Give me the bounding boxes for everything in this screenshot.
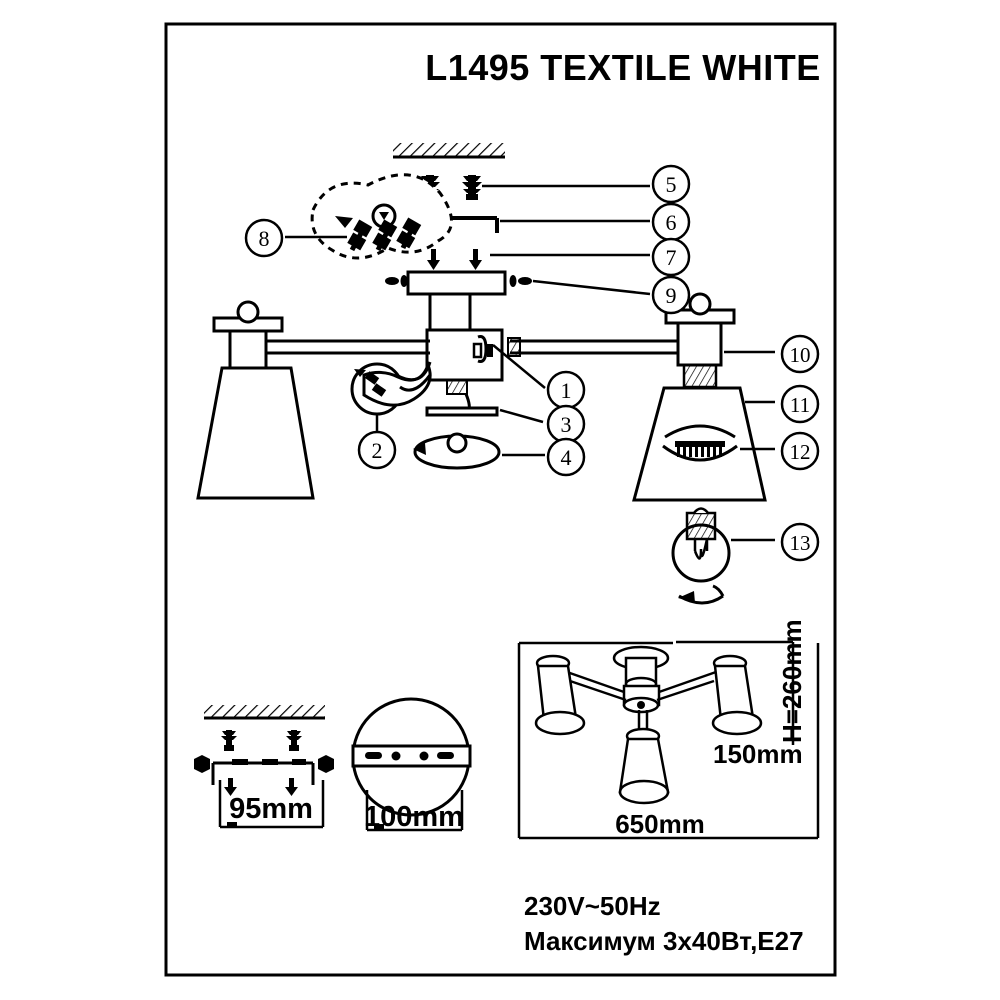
ceiling-surface (393, 143, 505, 159)
decorative-ring-plate (425, 406, 499, 417)
fixing-screw-right (469, 249, 482, 270)
callout-10: 10 (780, 334, 820, 374)
callout-8-label: 8 (259, 226, 270, 251)
callout-7: 7 (651, 237, 691, 277)
callout-4: 4 (546, 437, 586, 477)
bracket-dimension-detail: 95mm (194, 705, 334, 829)
wiring-detail-bubble (310, 173, 453, 260)
callout-11-label: 11 (790, 393, 810, 417)
bracket-screw-left (224, 778, 237, 796)
bracket-dim-line (218, 780, 325, 829)
callout-12: 12 (780, 431, 820, 471)
callout-3: 3 (546, 404, 586, 444)
right-arm (507, 337, 678, 357)
canopy-diameter-label: 100mm (364, 801, 464, 833)
page-title: L1495 TEXTILE WHITE (425, 47, 821, 88)
callout-13: 13 (780, 522, 820, 562)
callout-13-label: 13 (790, 531, 811, 555)
left-lamp-shade (196, 366, 315, 500)
callout-12-label: 12 (790, 440, 811, 464)
hub-bottom-thread (446, 379, 468, 395)
callout-3-label: 3 (561, 412, 572, 437)
right-lamp-socket (664, 292, 736, 389)
bracket-plug-left (221, 730, 237, 751)
hub-set-screw (472, 335, 493, 363)
left-lamp-socket (212, 300, 284, 370)
callout-2-label: 2 (372, 438, 383, 463)
callout-6-label: 6 (666, 210, 677, 235)
callout-2: 2 (357, 430, 397, 470)
bracket-plug-right (286, 730, 302, 751)
fixture-width-label: 650mm (615, 809, 705, 839)
shade-diameter-label: 150mm (713, 739, 803, 769)
hardware-bits-right (509, 275, 532, 287)
bulb-rotate-arrow (678, 584, 725, 605)
hardware-bits-left (385, 275, 408, 287)
canopy-plate (406, 270, 507, 296)
canopy-dimension-detail: 100mm (351, 697, 472, 833)
bracket-screw-right (285, 778, 298, 796)
callout-9-label: 9 (666, 283, 677, 308)
fixing-screw-left (427, 249, 440, 270)
callout-5: 5 (651, 164, 691, 204)
power-spec: Максимум 3x40Вт,E27 (524, 926, 804, 956)
callout-7-label: 7 (666, 245, 677, 270)
fixture-height-label: H=260mm (777, 619, 807, 743)
ring-rotate-detail (413, 432, 501, 470)
callout-9: 9 (651, 275, 691, 315)
fixture-dimension-detail: H=260mm 150mm 650mm (517, 619, 820, 840)
callout-11: 11 (780, 384, 820, 424)
callout-4-label: 4 (561, 445, 572, 470)
callout-8: 8 (244, 218, 284, 258)
bracket-width-label: 95mm (229, 793, 313, 825)
leader-lines (285, 184, 775, 542)
center-stem (428, 292, 472, 336)
bracket-side-nut-right (318, 755, 334, 773)
left-arm (265, 339, 430, 355)
callout-1-label: 1 (561, 378, 572, 403)
callout-6: 6 (651, 202, 691, 242)
bracket-side-nut-left (194, 755, 210, 773)
wall-plug-right (462, 175, 482, 200)
voltage-spec: 230V~50Hz (524, 891, 661, 921)
callout-10-label: 10 (790, 343, 811, 367)
callout-1: 1 (546, 370, 586, 410)
callout-5-label: 5 (666, 172, 677, 197)
supply-wire (399, 374, 432, 392)
screw-tighten-detail (350, 360, 432, 416)
lamp-bulb (671, 507, 731, 583)
shade-bulb-indicator (662, 424, 738, 462)
